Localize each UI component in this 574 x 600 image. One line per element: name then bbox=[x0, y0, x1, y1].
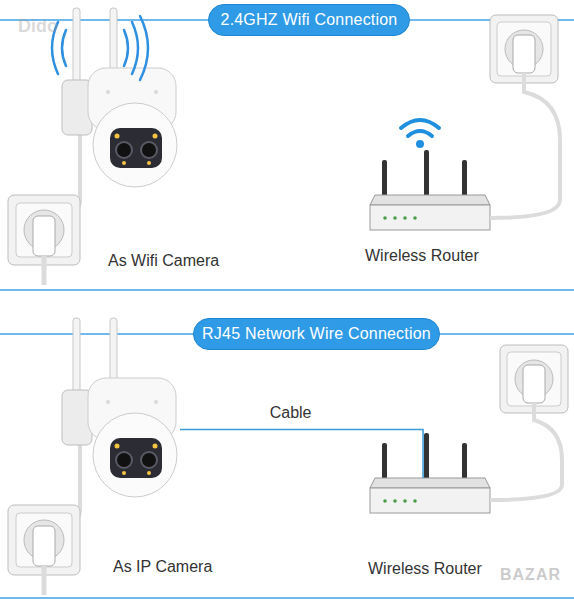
router-illustration bbox=[370, 150, 490, 230]
header-text: 2.4GHZ Wifi Connection bbox=[221, 11, 398, 29]
wifi-waves bbox=[52, 16, 148, 80]
watermark: BAZAR bbox=[500, 566, 561, 584]
separator-line bbox=[0, 289, 574, 291]
separator-line bbox=[0, 597, 574, 599]
router-node: Wireless Router bbox=[370, 478, 492, 538]
wifi-dot bbox=[416, 140, 424, 148]
wall-socket-group bbox=[500, 345, 568, 413]
device-caption: Wireless Router bbox=[368, 560, 482, 578]
device-caption: As IP Camera bbox=[113, 558, 212, 576]
header-text: RJ45 Network Wire Connection bbox=[202, 325, 431, 343]
wave-arc bbox=[132, 22, 138, 74]
camera-illustration bbox=[8, 318, 177, 595]
wave-arc bbox=[62, 30, 66, 66]
wifi-arc bbox=[401, 120, 439, 128]
section-header: RJ45 Network Wire Connection bbox=[193, 318, 440, 350]
device-caption: As Wifi Camera bbox=[108, 252, 219, 270]
router-node: Wireless Router bbox=[368, 150, 492, 235]
power-cord bbox=[490, 73, 560, 218]
wifi-arc bbox=[408, 131, 432, 136]
camera-illustration bbox=[8, 8, 177, 285]
wifi-symbol bbox=[401, 120, 439, 136]
edge-label: Cable bbox=[270, 404, 312, 422]
router-illustration bbox=[370, 433, 490, 513]
power-cord bbox=[490, 403, 562, 500]
camera-node: As IP Camera bbox=[60, 318, 180, 498]
watermark: Dido bbox=[18, 16, 58, 37]
section-header: 2.4GHZ Wifi Connection bbox=[208, 4, 410, 36]
wave-arc bbox=[140, 16, 148, 80]
wall-socket-group bbox=[490, 15, 558, 83]
network-cable bbox=[180, 430, 423, 478]
wave-arc bbox=[124, 30, 128, 66]
camera-node: As Wifi Camera bbox=[60, 8, 180, 188]
device-caption: Wireless Router bbox=[365, 247, 479, 265]
